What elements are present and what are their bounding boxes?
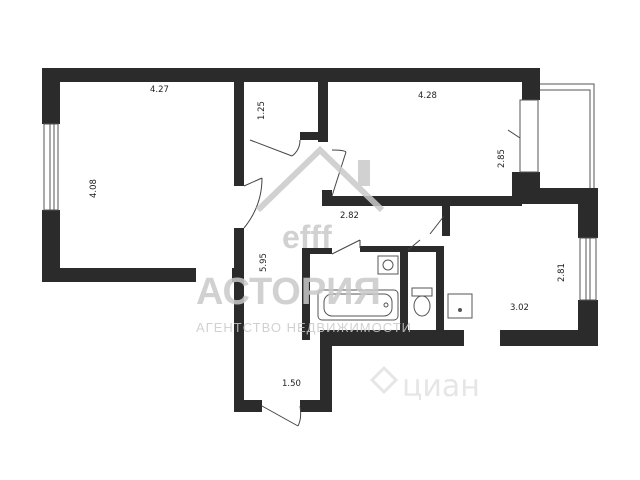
dim-closet-width: 1.25 — [257, 101, 267, 120]
cian-icon — [369, 365, 399, 395]
dim-left-room-height: 4.08 — [89, 179, 99, 198]
left-window — [43, 123, 59, 211]
dim-corridor-width: 2.82 — [340, 211, 359, 221]
dimension-labels: 4.27 4.08 1.25 4.28 2.85 2.82 5.95 2.81 … — [89, 85, 567, 389]
washbasin — [377, 255, 399, 275]
dim-right-room-width: 4.28 — [418, 91, 437, 101]
watermark-brand: АСТОРИЯ — [196, 271, 381, 313]
dim-hall-length: 5.95 — [259, 253, 269, 272]
house-icon — [255, 145, 385, 213]
watermark-tagline: АГЕНТСТВО НЕДВИЖИМОСТИ — [196, 320, 412, 335]
dim-right-room-height: 2.85 — [497, 149, 507, 168]
walls — [42, 68, 598, 412]
site-watermark-text: циан — [402, 369, 480, 404]
dim-kitchen-width: 3.02 — [510, 303, 529, 313]
stove — [447, 293, 473, 319]
balcony — [519, 83, 595, 188]
dim-kitchen-height: 2.81 — [557, 263, 567, 282]
watermark-logo: efff АСТОРИЯ АГЕНТСТВО НЕДВИЖИМОСТИ — [196, 145, 412, 335]
kitchen-window — [579, 237, 597, 301]
doors — [243, 129, 521, 427]
site-watermark: циан — [369, 365, 480, 404]
dim-left-room-width: 4.27 — [150, 85, 169, 95]
toilet — [411, 287, 433, 317]
bathtub — [317, 289, 399, 321]
watermark-monogram: efff — [282, 219, 332, 255]
dim-entry-width: 1.50 — [282, 379, 301, 389]
